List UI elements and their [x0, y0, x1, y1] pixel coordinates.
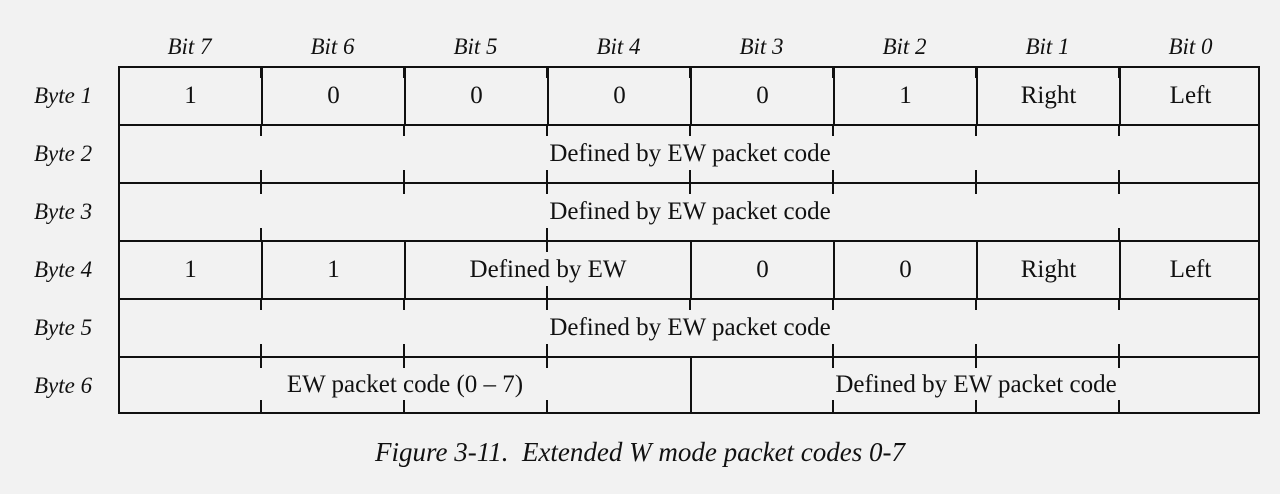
tick-mark [689, 124, 691, 136]
tick-mark [403, 298, 405, 310]
tick-mark [975, 170, 977, 182]
byte1-bit7-cell: 1 [120, 68, 263, 126]
byte1-bit3-cell: 0 [692, 68, 835, 126]
tick-mark [689, 298, 691, 310]
byte1-bit1-cell: Right [978, 68, 1121, 126]
column-header-bit-3: Bit 3 [739, 34, 784, 59]
row-header-byte-4: Byte 4 [34, 257, 93, 282]
column-header-bit-5: Bit 5 [453, 34, 498, 59]
tick-mark [975, 356, 977, 368]
tick-mark [260, 228, 262, 240]
row-header-byte-3: Byte 3 [34, 199, 93, 224]
tick-mark [1118, 344, 1120, 356]
row-header-byte-5: Byte 5 [34, 315, 93, 340]
tick-mark [260, 170, 262, 182]
tick-mark [975, 400, 977, 412]
tick-mark [1118, 400, 1120, 412]
tick-mark [975, 124, 977, 136]
column-header-bit-4: Bit 4 [596, 34, 641, 59]
row-header-byte-1: Byte 1 [34, 83, 93, 108]
tick-mark [260, 124, 262, 136]
byte5-cell: Defined by EW packet code [120, 300, 1260, 358]
tick-mark [832, 356, 834, 368]
tick-mark [403, 356, 405, 368]
tick-mark [975, 66, 977, 78]
tick-mark [975, 344, 977, 356]
byte4-bit3-cell: 0 [692, 242, 835, 300]
column-header-bit-0: Bit 0 [1168, 34, 1213, 59]
tick-mark [546, 170, 548, 182]
tick-mark [832, 170, 834, 182]
tick-mark [260, 344, 262, 356]
tick-mark [260, 66, 262, 78]
column-header-bit-2: Bit 2 [882, 34, 927, 59]
tick-mark [403, 170, 405, 182]
tick-mark [1118, 124, 1120, 136]
byte3-cell: Defined by EW packet code [120, 184, 1260, 242]
tick-mark [689, 182, 691, 194]
byte4-bits5-4-cell: Defined by EW [406, 242, 692, 300]
packet-table: 1 0 0 0 0 1 Right Left Defined by EW pac… [118, 66, 1260, 414]
byte1-bit4-cell: 0 [549, 68, 692, 126]
tick-mark [832, 298, 834, 310]
tick-mark [260, 356, 262, 368]
tick-mark [403, 400, 405, 412]
tick-mark [832, 124, 834, 136]
tick-mark [403, 124, 405, 136]
tick-mark [975, 182, 977, 194]
tick-mark [832, 400, 834, 412]
tick-mark [689, 170, 691, 182]
tick-mark [403, 66, 405, 78]
byte4-bit6-cell: 1 [263, 242, 406, 300]
byte4-bit1-cell: Right [978, 242, 1121, 300]
tick-mark [546, 182, 548, 194]
tick-mark [260, 400, 262, 412]
row-header-byte-6: Byte 6 [34, 373, 93, 398]
byte6-packet-code-cell: EW packet code (0 – 7) [120, 358, 692, 412]
column-header-bit-6: Bit 6 [310, 34, 355, 59]
byte4-bit0-cell: Left [1121, 242, 1260, 300]
column-header-bit-7: Bit 7 [167, 34, 212, 59]
tick-mark [1118, 170, 1120, 182]
tick-mark [546, 286, 548, 298]
tick-mark [260, 298, 262, 310]
tick-mark [1118, 356, 1120, 368]
tick-mark [546, 124, 548, 136]
byte4-bit7-cell: 1 [120, 242, 263, 300]
byte4-bit2-cell: 0 [835, 242, 978, 300]
byte1-bit5-cell: 0 [406, 68, 549, 126]
column-header-bit-1: Bit 1 [1025, 34, 1070, 59]
tick-mark [975, 298, 977, 310]
byte1-bit2-cell: 1 [835, 68, 978, 126]
tick-mark [546, 400, 548, 412]
tick-mark [403, 344, 405, 356]
tick-mark [260, 182, 262, 194]
tick-mark [689, 66, 691, 78]
tick-mark [832, 344, 834, 356]
tick-mark [832, 66, 834, 78]
tick-mark [546, 356, 548, 368]
tick-mark [1118, 182, 1120, 194]
tick-mark [403, 182, 405, 194]
byte1-bit0-cell: Left [1121, 68, 1260, 126]
byte6-defined-cell: Defined by EW packet code [835, 371, 1117, 398]
tick-mark [1118, 228, 1120, 240]
tick-mark [546, 240, 548, 252]
tick-mark [1118, 298, 1120, 310]
tick-mark [546, 344, 548, 356]
byte1-bit6-cell: 0 [263, 68, 406, 126]
tick-mark [832, 182, 834, 194]
tick-mark [546, 298, 548, 310]
figure-caption: Figure 3-11. Extended W mode packet code… [374, 437, 906, 467]
tick-mark [1118, 66, 1120, 78]
tick-mark [546, 228, 548, 240]
row-header-byte-2: Byte 2 [34, 141, 93, 166]
tick-mark [546, 66, 548, 78]
